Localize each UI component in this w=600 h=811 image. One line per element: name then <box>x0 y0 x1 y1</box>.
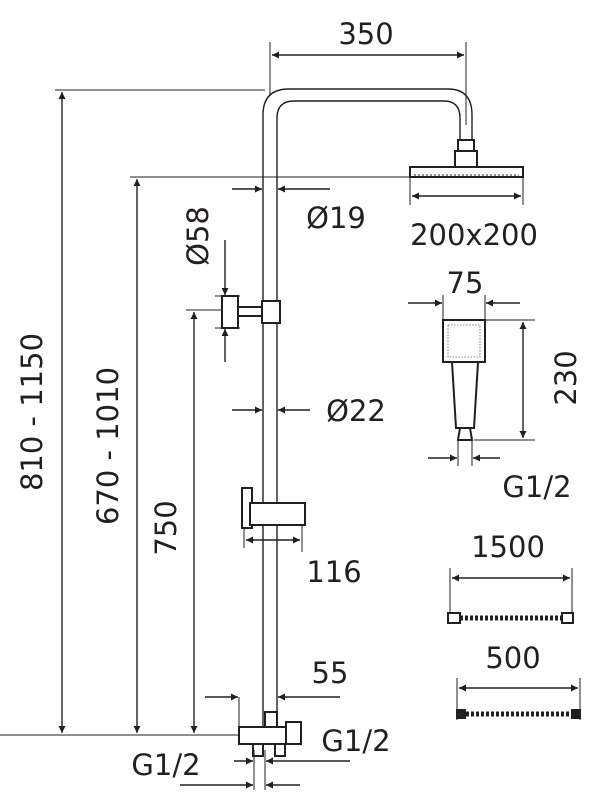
short-hose: 500 <box>456 641 581 720</box>
hand-shower-width-label: 75 <box>447 266 484 300</box>
head-size-label: 200x200 <box>410 218 538 252</box>
slider-offset-dimension: 116 <box>246 536 362 589</box>
short-hose-length-label: 500 <box>485 641 540 675</box>
head-height-label: 670 - 1010 <box>91 367 125 525</box>
total-height-dimension: 810 - 1150 <box>15 92 66 733</box>
wall-bracket-diameter-dimension: Ø58 <box>181 206 240 362</box>
head-height-dimension: 670 - 1010 <box>91 179 141 733</box>
hand-shower-width-dimension: 75 <box>408 266 520 320</box>
riser-diameter-label: Ø22 <box>326 394 386 428</box>
holder-height-dimension: 750 <box>149 312 198 733</box>
total-height-label: 810 - 1150 <box>15 333 49 491</box>
sliding-holder <box>241 487 306 552</box>
hand-shower-thread-dimension: G1/2 <box>428 440 572 504</box>
mixer-body <box>238 711 302 757</box>
hand-shower-thread-label: G1/2 <box>502 470 571 504</box>
shower-riser-pipe <box>262 88 473 735</box>
wall-bracket-diameter-label: Ø58 <box>181 206 215 266</box>
slider-offset-label: 116 <box>306 555 361 589</box>
riser-diameter-dimension: Ø22 <box>232 394 386 428</box>
arm-reach-dimension: 350 <box>269 17 467 125</box>
mixer-depth-dimension: 55 <box>205 656 348 727</box>
inlet-thread-label: G1/2 <box>131 748 200 782</box>
inlet-thread-dimension: G1/2 <box>131 748 300 789</box>
rain-shower-head <box>409 139 524 178</box>
arm-reach-label: 350 <box>338 17 393 51</box>
long-hose: 1500 <box>447 530 574 624</box>
arm-diameter-label: Ø19 <box>306 201 366 235</box>
wall-bracket <box>221 295 281 329</box>
hand-shower-length-label: 230 <box>549 350 583 405</box>
head-size-dimension: 200x200 <box>409 177 538 252</box>
long-hose-length-label: 1500 <box>471 530 545 564</box>
arm-diameter-dimension: Ø19 <box>232 185 366 235</box>
mixer-outlet-thread-dimension: G1/2 <box>234 724 391 790</box>
hand-shower <box>442 319 486 441</box>
mixer-outlet-thread-label: G1/2 <box>321 724 390 758</box>
hand-shower-length-dimension: 230 <box>474 319 583 441</box>
holder-height-label: 750 <box>149 500 183 555</box>
mixer-depth-label: 55 <box>312 656 349 690</box>
